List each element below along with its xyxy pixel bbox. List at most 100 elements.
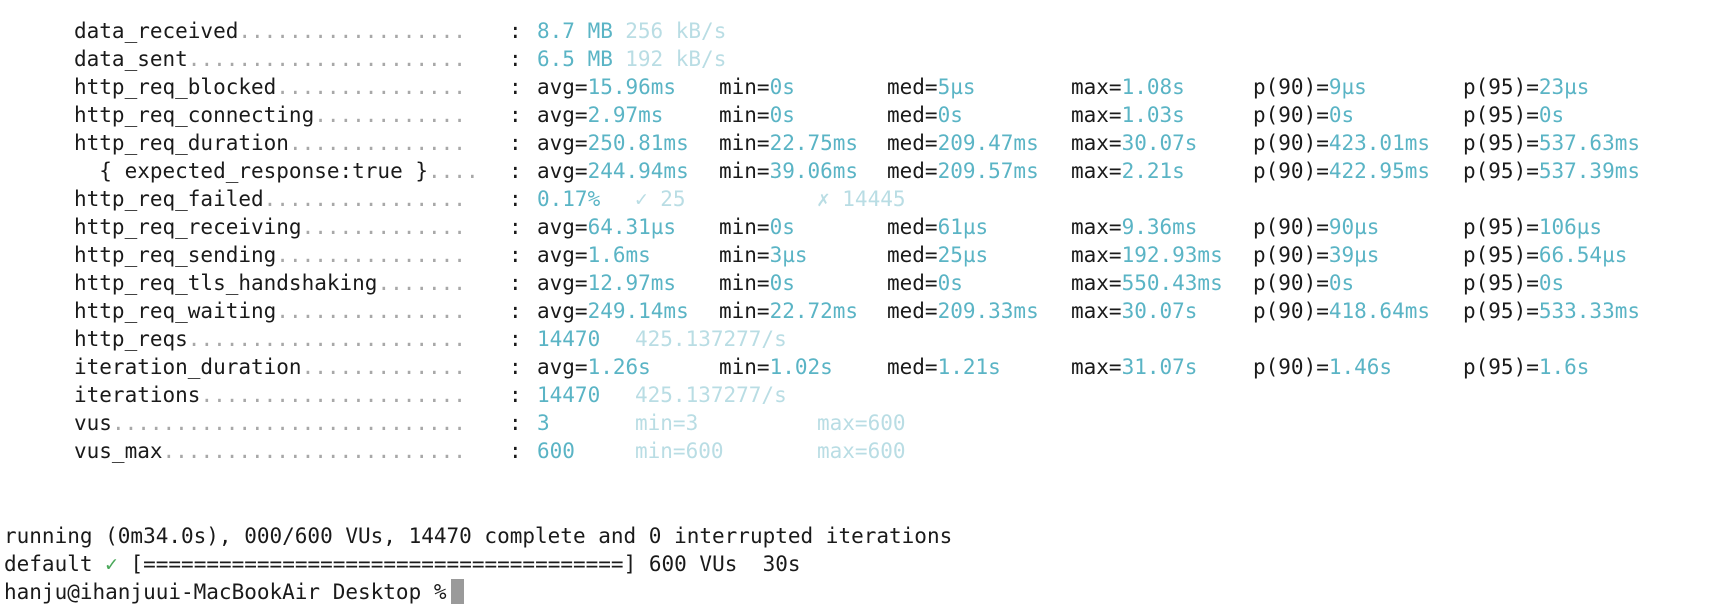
stat-label: min= [719,75,770,99]
stat-value: 1.26s [587,355,651,379]
shell-prompt-line[interactable]: hanju@ihanjuui-MacBookAir Desktop % [4,578,952,606]
stat-value: 0s [1328,103,1355,127]
stat-label: min= [719,299,770,323]
stat-label: min= [719,243,770,267]
stat-label: min= [719,215,770,239]
stat-label: p(95)= [1463,131,1539,155]
metric-colon: : [509,243,522,267]
stat-label: med= [887,131,938,155]
stat-p95: p(95)=106µs [1463,213,1602,241]
stat-min: min=1.02s [719,353,833,381]
metric-colon: : [509,327,522,351]
stat-med: med=61µs [887,213,988,241]
stat-label: max= [1071,215,1122,239]
metric-label: http_req_receiving [74,215,302,239]
stat-min: min=0s [719,269,795,297]
metric-label: http_req_waiting [74,299,277,323]
metric-colon: : [509,75,522,99]
stat-label: avg= [537,299,588,323]
metric-label: data_received [74,19,239,43]
metric-label: vus [74,411,112,435]
metric-secondary: min=3 [635,411,699,435]
metric-dots: ...................... [187,47,466,71]
stat-label: p(95)= [1463,299,1539,323]
metric-label: http_req_sending [74,243,277,267]
stat-label: p(90)= [1253,131,1329,155]
stat-min: min=39.06ms [719,157,858,185]
stat-label: p(95)= [1463,75,1539,99]
metric-dots: ....... [377,271,466,295]
stat-value: 30.07s [1121,131,1198,155]
stat-value: 5µs [937,75,976,99]
stat-value: 1.21s [937,355,1001,379]
stat-value: 9.36ms [1121,215,1198,239]
stat-p95: p(95)=66.54µs [1463,241,1627,269]
metric-colon: : [509,47,522,71]
stat-p90: p(90)=0s [1253,269,1354,297]
stat-value: 30.07s [1121,299,1198,323]
stat-value: 0s [1328,271,1355,295]
stat-value: 90µs [1328,215,1380,239]
stat-label: min= [719,271,770,295]
metric-name: http_req_waiting............... [74,297,466,325]
stat-med: med=0s [887,101,963,129]
metric-dots: .................. [238,19,466,43]
stat-avg: avg=15.96ms [537,73,676,101]
stat-max: max=192.93ms [1071,241,1223,269]
metric-tertiary: ✗ 14445 [817,187,906,211]
metric-colon: : [509,439,522,463]
metric-name: http_req_receiving............. [74,213,466,241]
scenario-name: default [4,552,93,576]
stat-max: max=9.36ms [1071,213,1197,241]
stat-label: p(90)= [1253,299,1329,323]
stat-label: p(90)= [1253,271,1329,295]
stat-avg: avg=64.31µs [537,213,676,241]
metric-dots: .... [428,159,479,183]
stat-value: 15.96ms [587,75,677,99]
stat-max: max=30.07s [1071,129,1197,157]
metric-dots: ................ [263,187,466,211]
metric-value: 14470 [537,327,601,351]
stat-p95: p(95)=0s [1463,101,1564,129]
stat-p95: p(95)=537.63ms [1463,129,1640,157]
stat-value: 2.97ms [587,103,664,127]
stat-min: min=0s [719,213,795,241]
metric-colon: : [509,299,522,323]
stat-value: 25µs [937,243,989,267]
stat-avg: avg=2.97ms [537,101,663,129]
stat-label: p(90)= [1253,215,1329,239]
stat-p90: p(90)=39µs [1253,241,1379,269]
stat-label: min= [719,131,770,155]
metric-dots: ............. [301,215,466,239]
metric-name: iteration_duration............. [74,353,466,381]
stat-p95: p(95)=537.39ms [1463,157,1640,185]
stat-value: 1.08s [1121,75,1185,99]
stat-label: avg= [537,75,588,99]
metric-tertiary: max=600 [817,411,906,435]
metric-dots: .............. [288,131,466,155]
stat-p90: p(90)=418.64ms [1253,297,1430,325]
stat-label: min= [719,159,770,183]
metric-label: http_req_tls_handshaking [74,271,378,295]
stat-value: 533.33ms [1538,299,1641,323]
stat-avg: avg=249.14ms [537,297,689,325]
stat-p90: p(90)=422.95ms [1253,157,1430,185]
stat-value: 209.57ms [937,159,1039,183]
stat-med: med=209.57ms [887,157,1039,185]
stat-value: 64.31µs [587,215,677,239]
stat-p90: p(90)=9µs [1253,73,1367,101]
stat-value: 3µs [769,243,808,267]
stat-label: p(95)= [1463,159,1539,183]
metric-dots: ...................... [187,327,466,351]
stat-value: 0s [769,215,795,239]
stat-min: min=0s [719,73,795,101]
metric-name: http_reqs...................... [74,325,466,353]
stat-label: p(90)= [1253,243,1329,267]
stat-med: med=5µs [887,73,976,101]
stat-med: med=209.47ms [887,129,1039,157]
stat-value: 2.21s [1121,159,1185,183]
stat-value: 249.14ms [587,299,689,323]
metric-rate: 425.137277/s [635,327,787,351]
stat-value: 0s [769,75,795,99]
